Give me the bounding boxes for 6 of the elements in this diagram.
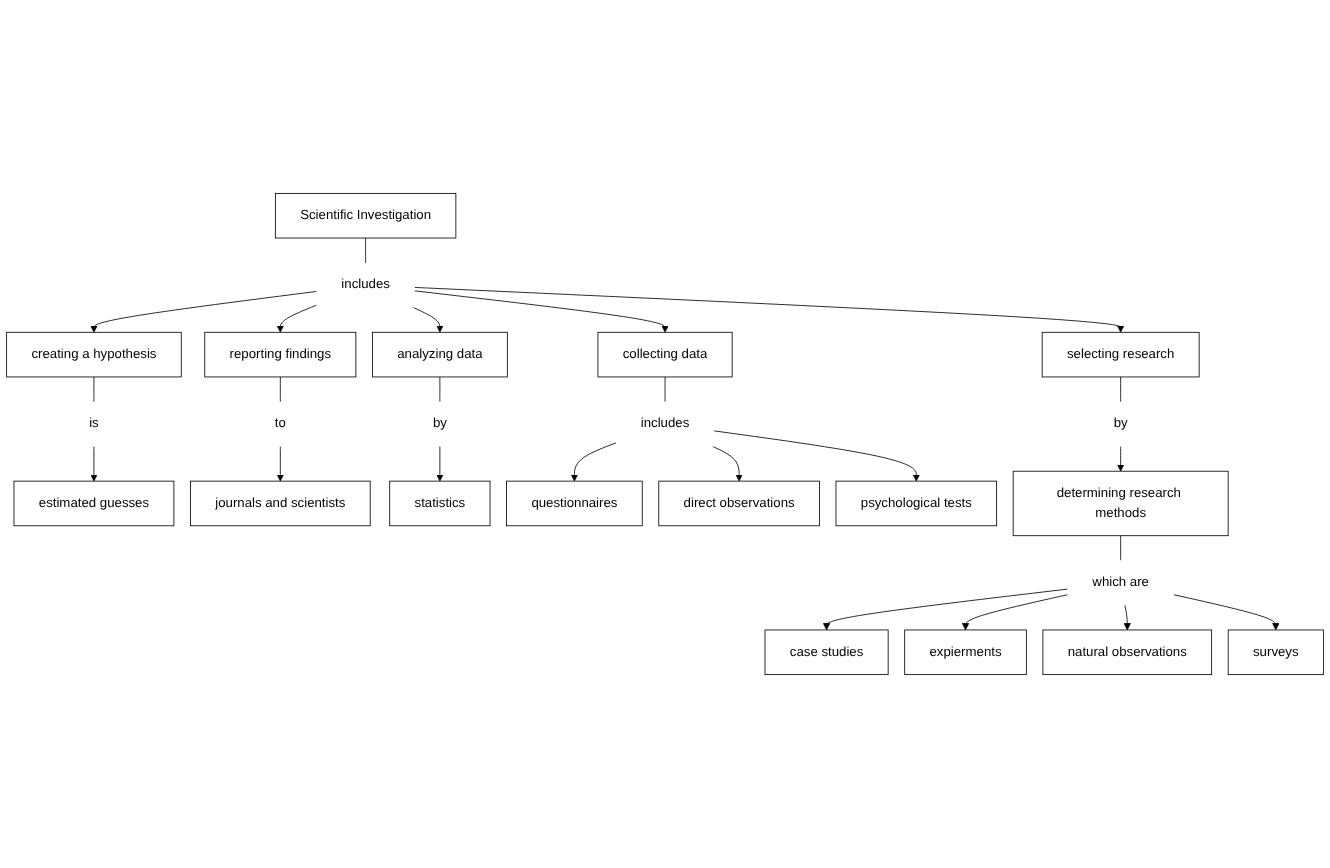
connector (279, 376, 281, 403)
connector (93, 376, 95, 403)
connector (365, 237, 367, 264)
connector (1120, 376, 1122, 403)
connector (1120, 535, 1122, 561)
connector (439, 376, 441, 403)
